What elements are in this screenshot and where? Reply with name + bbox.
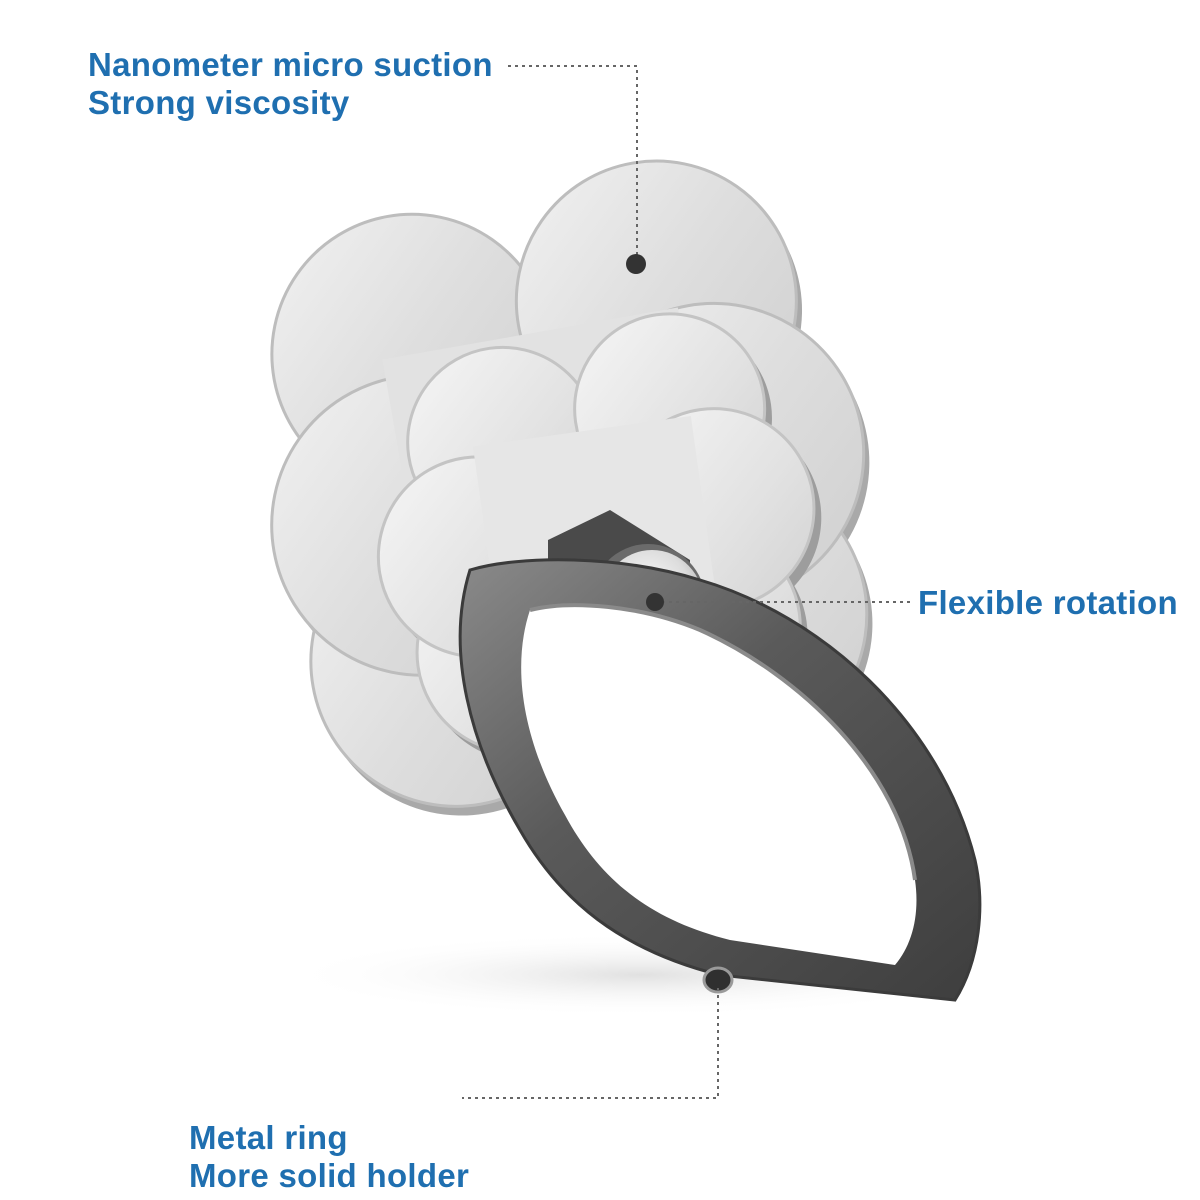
ring-callout: Metal ring More solid holder xyxy=(189,1119,469,1195)
callout-leaders xyxy=(462,65,912,1099)
ring-callout-line1: Metal ring xyxy=(189,1119,348,1156)
suction-callout-line1: Nanometer micro suction xyxy=(88,46,493,83)
suction-dot-marker xyxy=(626,254,646,274)
ring-callout-line2: More solid holder xyxy=(189,1157,470,1194)
leader-suction xyxy=(508,65,638,262)
rotation-dot-marker xyxy=(646,593,664,611)
leader-ring xyxy=(462,988,719,1099)
rotation-callout: Flexible rotation xyxy=(918,584,1178,622)
callout-markers xyxy=(626,254,664,611)
suction-callout: Nanometer micro suction Strong viscosity xyxy=(88,46,493,122)
rotation-callout-line1: Flexible rotation xyxy=(918,584,1178,621)
metal-ring xyxy=(458,558,982,1002)
suction-callout-line2: Strong viscosity xyxy=(88,84,350,121)
ring-rivet xyxy=(702,966,734,994)
